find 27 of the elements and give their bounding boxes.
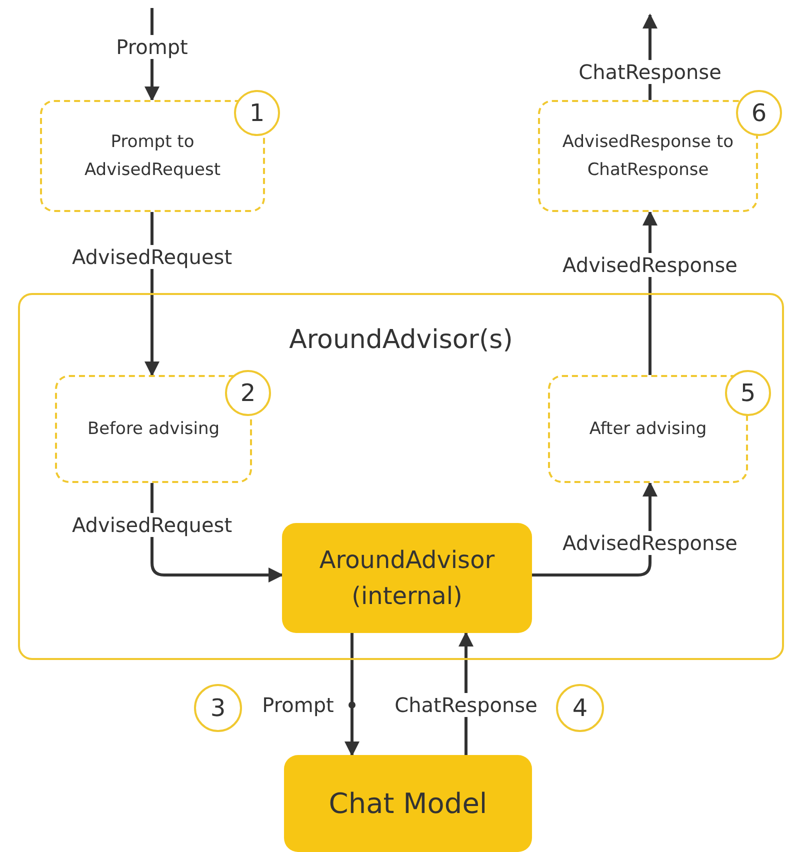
step-number: 3 bbox=[210, 694, 226, 722]
step-number-circle bbox=[234, 90, 280, 136]
model-box bbox=[284, 755, 532, 852]
node-label: Before advising bbox=[87, 418, 220, 441]
group-title: AroundAdvisor(s) bbox=[289, 325, 513, 355]
step-number-circle bbox=[725, 370, 771, 416]
process-box bbox=[282, 523, 532, 633]
group-container bbox=[18, 293, 784, 660]
arrow bbox=[150, 483, 284, 582]
step-box bbox=[55, 375, 252, 483]
step-number-circle bbox=[194, 684, 242, 732]
arrow bbox=[532, 482, 658, 576]
node-label: AdvisedResponse to ChatResponse bbox=[561, 130, 735, 182]
step-number-circle bbox=[225, 370, 271, 416]
step-number-circle bbox=[556, 684, 604, 732]
step-number: 6 bbox=[751, 99, 767, 127]
step-number-circle bbox=[736, 90, 782, 136]
arrow bbox=[344, 633, 360, 756]
node-label: Prompt to AdvisedRequest bbox=[83, 130, 222, 182]
step-number: 2 bbox=[240, 379, 256, 407]
step-number: 5 bbox=[740, 379, 756, 407]
step-number: 4 bbox=[572, 694, 588, 722]
step-number: 1 bbox=[249, 99, 265, 127]
step-box bbox=[40, 100, 265, 212]
node-label: After advising bbox=[589, 418, 707, 441]
node-label: AroundAdvisor (internal) bbox=[318, 545, 496, 612]
node-label: Chat Model bbox=[328, 786, 488, 822]
